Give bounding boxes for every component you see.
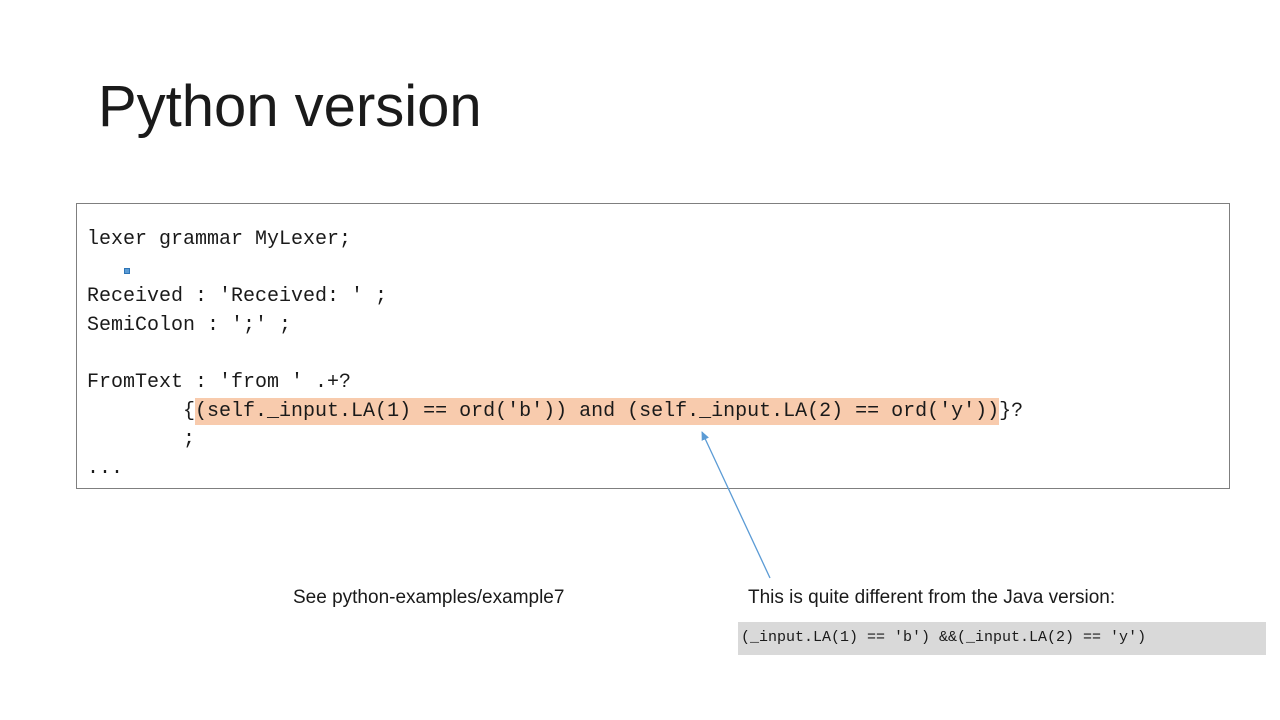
code-line-6: ; [87,428,196,451]
code-line-1: lexer grammar MyLexer; [87,228,352,251]
java-code-block: (_input.LA(1) == 'b') &&(_input.LA(2) ==… [738,622,1266,655]
code-line-4: FromText : 'from ' .+? [87,371,352,394]
java-note-caption: This is quite different from the Java ve… [748,587,1116,608]
code-line-5-prefix: { [87,400,196,423]
see-examples-caption: See python-examples/example7 [293,587,565,608]
code-line-5-suffix: }? [999,400,1024,423]
code-line-2: Received : 'Received: ' ; [87,285,388,308]
code-line-5: {(self._input.LA(1) == ord('b')) and (se… [87,398,1023,426]
code-block: lexer grammar MyLexer; Received : 'Recei… [76,203,1230,489]
cursor-marker-icon [124,268,130,274]
java-code-text: (_input.LA(1) == 'b') &&(_input.LA(2) ==… [741,629,1147,646]
slide-title: Python version [98,74,482,139]
code-line-7: ... [87,457,124,480]
code-line-3: SemiColon : ';' ; [87,314,292,337]
highlighted-predicate: (self._input.LA(1) == ord('b')) and (sel… [195,398,1000,425]
